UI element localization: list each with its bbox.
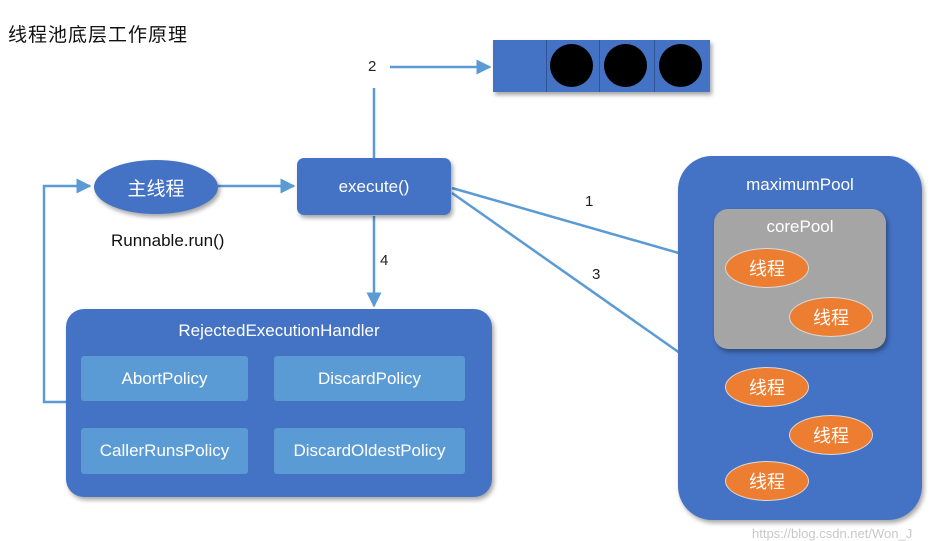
arrow-handler-to-main [42, 178, 92, 404]
queued-task [550, 44, 593, 87]
rejected-execution-handler: RejectedExecutionHandler AbortPolicy Dis… [66, 309, 492, 497]
policy-caller-runs: CallerRunsPolicy [81, 428, 248, 474]
main-thread-label: 主线程 [127, 177, 185, 200]
watermark: https://blog.csdn.net/Won_J [752, 526, 913, 541]
execute-label: execute() [338, 176, 410, 196]
execute-node: execute() [297, 158, 451, 215]
policy-discard: DiscardPolicy [274, 356, 465, 401]
extra-thread: 线程 [725, 461, 809, 501]
step-label-4: 4 [380, 252, 389, 269]
queued-task [659, 44, 702, 87]
core-thread: 线程 [725, 248, 809, 288]
extra-thread: 线程 [725, 367, 809, 407]
policy-abort: AbortPolicy [81, 356, 248, 401]
policy-discard-oldest: DiscardOldestPolicy [274, 428, 465, 474]
handler-title: RejectedExecutionHandler [178, 321, 380, 340]
core-pool: corePool 线程 线程 [714, 209, 886, 349]
extra-thread: 线程 [789, 415, 873, 455]
step-label-3: 3 [592, 266, 601, 283]
task-queue [493, 40, 710, 92]
diagram-title: 线程池底层工作原理 [8, 24, 189, 46]
maximum-pool-title: maximumPool [746, 175, 854, 194]
main-thread-node: 主线程 [94, 160, 218, 214]
core-pool-title: corePool [766, 217, 834, 236]
runnable-caption: Runnable.run() [111, 231, 225, 250]
maximum-pool: maximumPool corePool 线程 线程 线程 线程 线程 [678, 156, 922, 520]
queued-task [604, 44, 647, 87]
step-label-1: 1 [585, 193, 594, 210]
core-thread: 线程 [789, 297, 873, 337]
step-label-2: 2 [368, 58, 377, 75]
